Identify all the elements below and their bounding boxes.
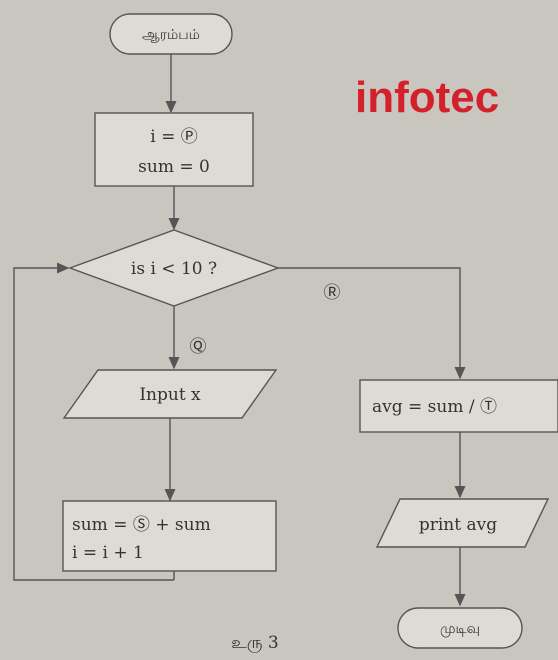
watermark: infotec [355,73,499,122]
start-label: ஆரம்பம் [142,27,200,43]
init-line-2: sum = 0 [138,157,210,177]
update-process-box [62,500,277,572]
end-terminal [397,607,523,649]
print-text: print avg [419,515,497,535]
print-parallelogram [375,498,550,548]
update-line-2: i = i + 1 [72,543,144,563]
input-text: Input x [139,385,201,405]
arrow-decision-to-avg [278,267,466,380]
init-line-1: i = Ⓟ [150,127,198,147]
loop-back-arrow [13,262,174,581]
decision-text: is i < 10 ? [131,259,217,279]
input-parallelogram [62,369,278,419]
avg-text: avg = sum / Ⓣ [372,397,497,417]
update-line-1: sum = Ⓢ + sum [72,515,211,535]
avg-process-box [359,379,558,433]
figure-caption: உரு 3 [231,633,278,653]
end-label: முடிவு [440,621,480,637]
label-Q: Ⓠ [190,337,207,357]
label-R: Ⓡ [324,283,341,303]
init-process-box [94,112,254,187]
